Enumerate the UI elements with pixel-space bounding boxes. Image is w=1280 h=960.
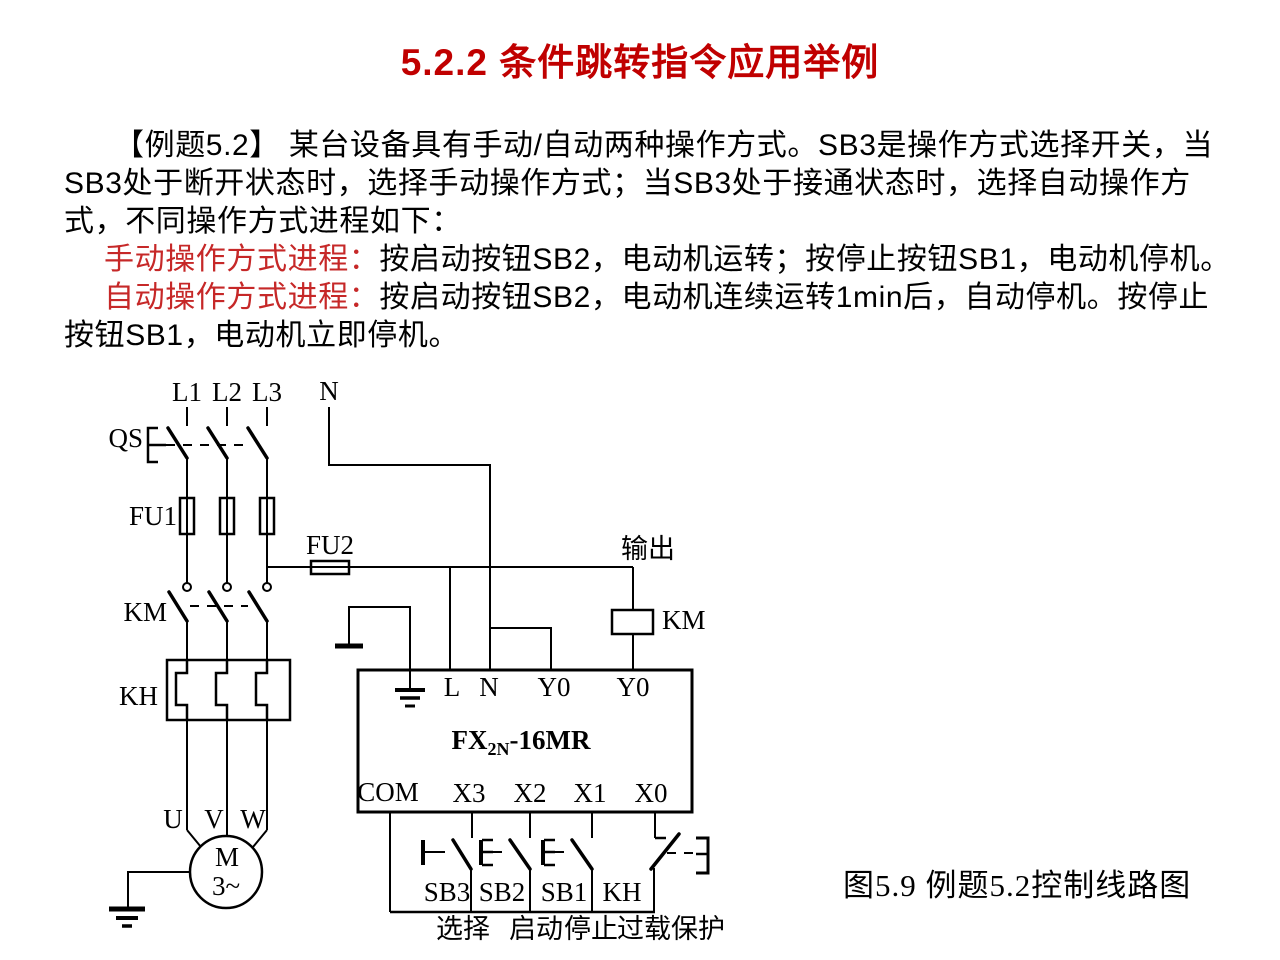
phase-label-l3: L3 xyxy=(252,377,282,407)
input-stub-wires xyxy=(389,812,656,912)
sb3-selector-switch-icon xyxy=(421,838,473,871)
auto-mode-highlight: 自动操作方式进程： xyxy=(104,281,380,314)
input-down-wires xyxy=(470,868,655,912)
motor-terminal-v: V xyxy=(204,804,224,834)
control-circuit-diagram: L1 L2 L3 N QS FU1 FU2 KM KH U V W M 3~ 输… xyxy=(108,376,725,944)
text-line: 式，不同操作方式进程如下： xyxy=(64,205,462,238)
plc-ground-wire xyxy=(348,606,411,670)
plc-terminal-x0: X0 xyxy=(635,778,668,808)
phase-wires-mid xyxy=(186,621,268,660)
manual-mode-highlight: 手动操作方式进程： xyxy=(104,243,380,276)
motor-terminal-u: U xyxy=(163,804,183,834)
sb1-label: SB1 xyxy=(541,877,588,907)
km-contact-blades xyxy=(167,590,269,623)
plc-terminal-l: L xyxy=(444,672,461,702)
figure-caption: 图5.9 例题5.2控制线路图 xyxy=(843,868,1192,903)
motor-m: M xyxy=(215,842,239,872)
text-line-manual: 手动操作方式进程：按启动按钮SB2，电动机运转；按停止按钮SB1，电动机停机。 xyxy=(64,241,1250,279)
plc-terminal-com: COM xyxy=(357,777,419,807)
neutral-label-n: N xyxy=(319,376,339,406)
qs-blades xyxy=(166,426,269,460)
contact-terminal-icon xyxy=(222,582,232,592)
sb2-pushbutton-icon xyxy=(479,838,532,871)
motor-ground-wire xyxy=(127,871,190,908)
sb2-label: SB2 xyxy=(479,877,526,907)
motor-leads xyxy=(186,829,268,848)
plc-model: FX2N-16MR xyxy=(452,725,591,759)
ground-icon xyxy=(109,906,145,928)
kh-relay-label: KH xyxy=(119,681,158,711)
contact-terminal-icon xyxy=(182,582,192,592)
plc-terminal-x1: X1 xyxy=(574,778,607,808)
phase-wires-lower xyxy=(186,720,268,836)
manual-mode-text: 按启动按钮SB2，电动机运转；按停止按钮SB1，电动机停机。 xyxy=(379,243,1231,276)
fu2-label: FU2 xyxy=(306,530,354,560)
kh-overload-contact-icon xyxy=(649,832,710,875)
text-line-auto: 自动操作方式进程：按启动按钮SB2，电动机连续运转1min后，自动停机。按停止 xyxy=(64,279,1250,317)
qs-handle-icon xyxy=(146,426,166,464)
km-coil-icon xyxy=(610,608,655,636)
text-line: 按钮SB1，电动机立即停机。 xyxy=(64,319,460,352)
neutral-wire xyxy=(328,407,491,670)
contact-terminal-icon xyxy=(262,582,272,592)
fuse-icon xyxy=(218,496,236,536)
plc-terminal-y0b: Y0 xyxy=(617,672,650,702)
plc-terminal-x3: X3 xyxy=(453,778,486,808)
phase-wires-upper xyxy=(186,458,268,583)
problem-statement: 【例题5.2】 某台设备具有手动/自动两种操作方式。SB3是操作方式选择开关，当… xyxy=(64,127,1250,355)
sb3-label: SB3 xyxy=(424,877,471,907)
km-coil-label: KM xyxy=(662,605,706,635)
caption-stop: 停止 xyxy=(564,914,618,944)
plc-terminal-n: N xyxy=(479,672,499,702)
motor-3ph: 3~ xyxy=(212,871,240,901)
y0-common-wire xyxy=(490,627,552,670)
fu1-label: FU1 xyxy=(129,501,177,531)
km-contacts-label: KM xyxy=(123,597,167,627)
text-line: 【例题5.2】 某台设备具有手动/自动两种操作方式。SB3是操作方式选择开关，当 xyxy=(114,129,1214,162)
kh-label: KH xyxy=(603,877,642,907)
plc-terminal-y0a: Y0 xyxy=(538,672,571,702)
text-line: SB3处于断开状态时，选择手动操作方式；当SB3处于接通状态时，选择自动操作方 xyxy=(64,167,1191,200)
fuse-icon xyxy=(309,559,351,576)
output-label: 输出 xyxy=(621,534,675,564)
motor-terminal-w: W xyxy=(240,804,266,834)
earth-ground-icon xyxy=(395,670,425,708)
plc-box xyxy=(356,668,694,814)
plc-terminal-x2: X2 xyxy=(514,778,547,808)
fuse-icon xyxy=(258,496,276,536)
caption-start: 启动 xyxy=(509,914,563,944)
sb1-pushbutton-icon xyxy=(541,838,594,871)
kh-relay-box xyxy=(165,658,292,722)
fuse-icon xyxy=(178,496,196,536)
qs-label: QS xyxy=(108,423,143,453)
phase-label-l1: L1 xyxy=(172,377,202,407)
phase-stubs xyxy=(186,407,268,426)
phase-label-l2: L2 xyxy=(212,377,242,407)
caption-overload: 过载保护 xyxy=(617,914,725,944)
kh-heater-icons xyxy=(174,660,269,720)
auto-mode-text: 按启动按钮SB2，电动机连续运转1min后，自动停机。按停止 xyxy=(379,281,1210,314)
page-title: 5.2.2 条件跳转指令应用举例 xyxy=(400,42,880,83)
caption-select: 选择 xyxy=(436,914,490,944)
